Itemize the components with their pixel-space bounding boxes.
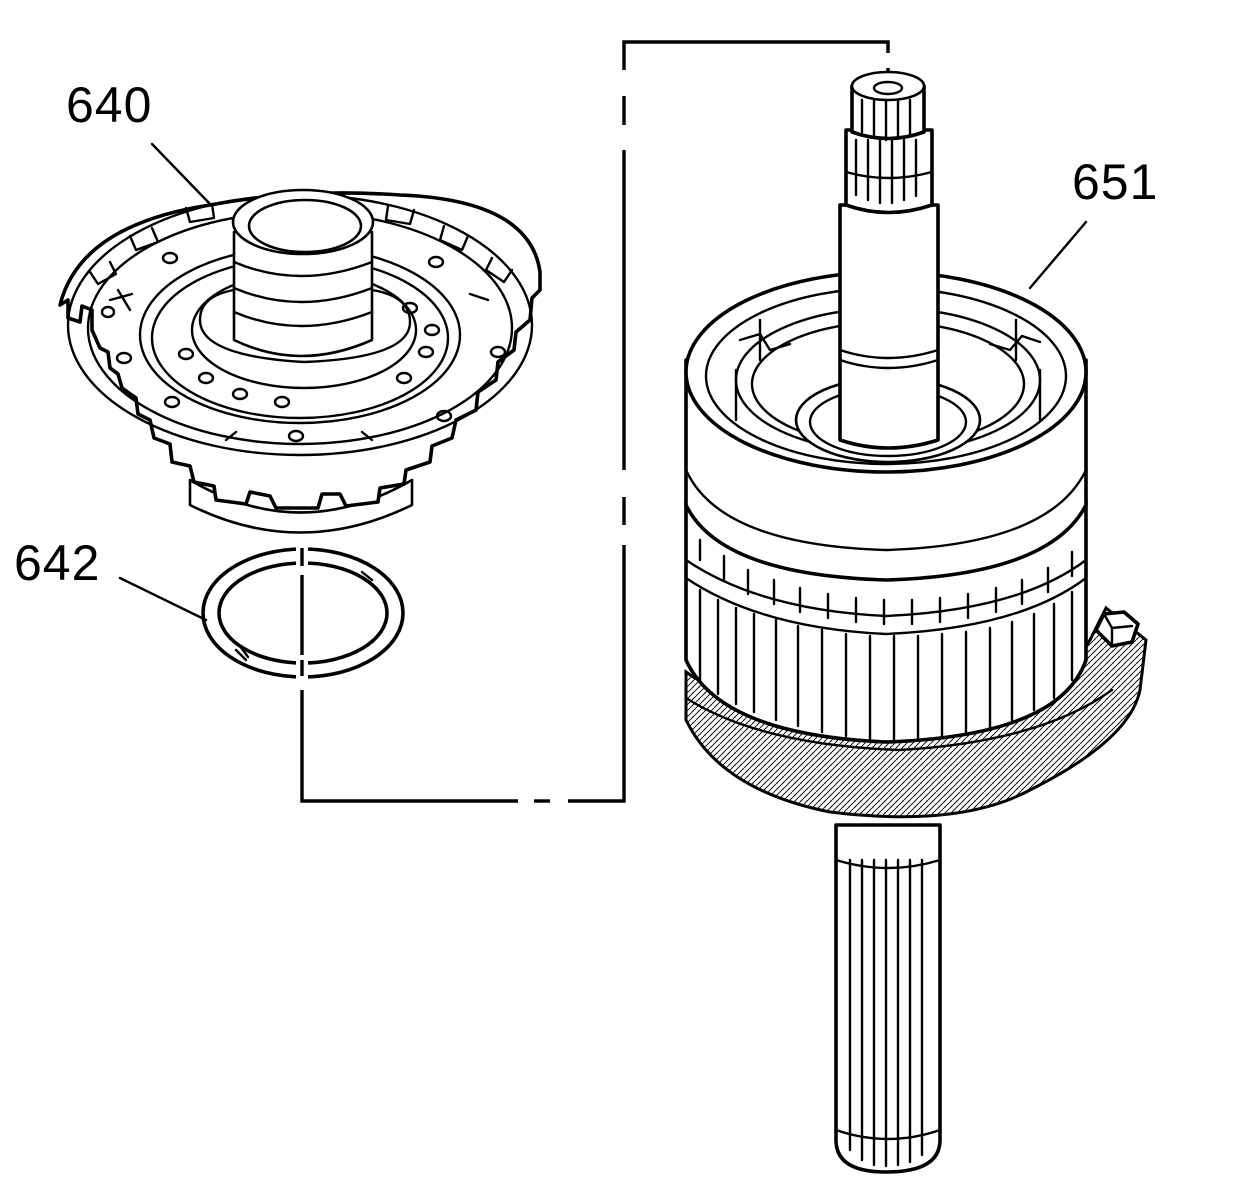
callout-642-label: 642	[14, 535, 101, 591]
carrier-hub-part	[58, 188, 542, 534]
leader-642	[118, 576, 208, 622]
callout-640-label: 640	[66, 77, 153, 133]
output-shaft-part	[684, 70, 1148, 1174]
callout-651-label: 651	[1072, 154, 1159, 210]
carrier-holes	[100, 251, 507, 443]
drum-splines	[698, 538, 1074, 742]
snap-ring-part	[201, 545, 405, 685]
leader-651	[1028, 220, 1088, 290]
leader-lines	[118, 142, 1088, 622]
leader-640	[150, 142, 212, 206]
assembly-path-line	[300, 40, 890, 803]
